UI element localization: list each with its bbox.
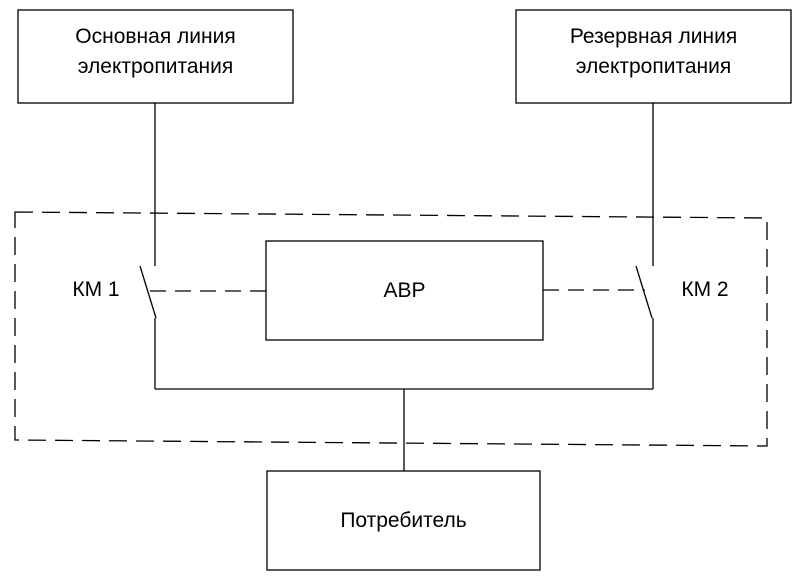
km1-label: КМ 1 [72,278,120,301]
reserve-line-box [515,9,792,104]
consumer-box [266,470,541,571]
consumer-label: Потребитель [340,509,467,532]
avr-label: АВР [383,279,426,302]
main-line-box [17,9,294,104]
main-line-label-2: электропитания [77,55,234,78]
main-line-label-1: Основная линия [75,25,236,48]
km1-switch-blade [139,265,157,319]
reserve-line-label-2: электропитания [575,55,732,78]
avr-box [265,240,544,341]
km2-label: КМ 2 [681,278,729,301]
reserve-line-label-1: Резервная линия [569,25,738,48]
km2-switch-blade [635,265,653,319]
atu-enclosure [14,211,768,447]
